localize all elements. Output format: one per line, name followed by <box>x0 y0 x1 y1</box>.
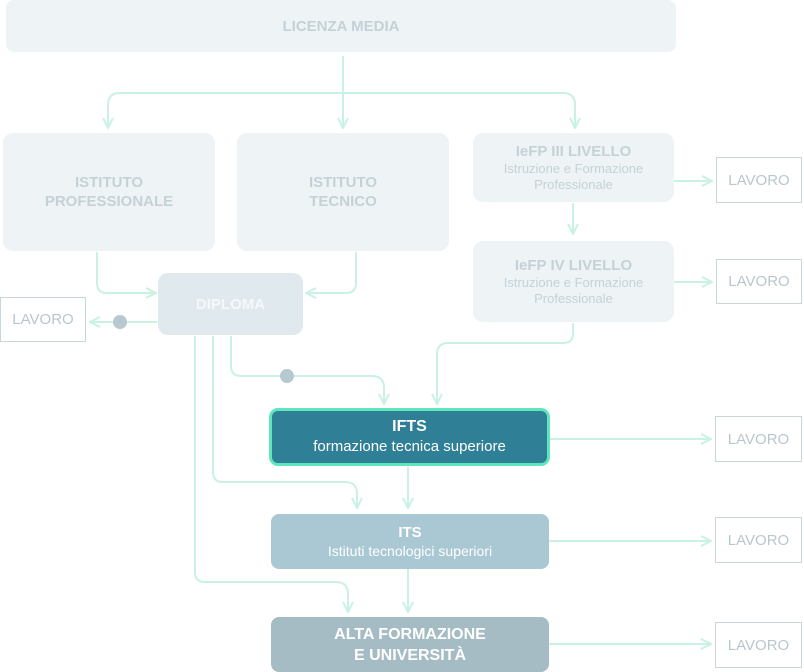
lavoro-label: LAVORO <box>727 430 790 448</box>
istituto-professionale-line1: ISTITUTO <box>74 174 144 191</box>
istituto-professionale-line2: PROFESSIONALE <box>44 193 174 210</box>
lavoro-label: LAVORO <box>728 273 790 290</box>
lavoro-label: LAVORO <box>12 311 74 328</box>
lavoro-label: LAVORO <box>728 171 790 189</box>
junction-dot-diploma-lavoro <box>113 315 127 329</box>
iefp-iv-sub1: Istruzione e Formazione <box>503 275 644 290</box>
lavoro-label: LAVORO <box>727 636 790 654</box>
alta-formazione-line2: E UNIVERSITÀ <box>353 646 466 664</box>
its-title: ITS <box>398 524 422 541</box>
istituto-tecnico-line1: ISTITUTO <box>308 174 378 191</box>
iefp-iv-sub2: Professionale <box>534 291 613 306</box>
istituto-tecnico-box: ISTITUTO TECNICO <box>237 133 449 251</box>
lavoro-box-its: LAVORO <box>715 517 802 563</box>
alta-formazione-line1: ALTA FORMAZIONE <box>334 625 486 643</box>
ifts-box: IFTS formazione tecnica superiore <box>269 408 550 466</box>
ifts-subtitle: formazione tecnica superiore <box>313 438 506 455</box>
licenza-media-label: LICENZA MEDIA <box>282 17 400 35</box>
lavoro-box-alta: LAVORO <box>715 622 802 668</box>
lavoro-label: LAVORO <box>727 531 790 549</box>
diploma-label: DIPLOMA <box>195 295 266 313</box>
iefp-iii-box: IeFP III LIVELLO Istruzione e Formazione… <box>473 133 674 202</box>
alta-formazione-box: ALTA FORMAZIONE E UNIVERSITÀ <box>271 617 549 672</box>
iefp-iv-box: IeFP IV LIVELLO Istruzione e Formazione … <box>473 241 674 322</box>
lavoro-box-iefp4: LAVORO <box>716 259 802 304</box>
istituto-professionale-box: ISTITUTO PROFESSIONALE <box>3 133 215 251</box>
its-box: ITS Istituti tecnologici superiori <box>271 514 549 569</box>
junction-dot-diploma-ifts <box>280 369 294 383</box>
licenza-media-box: LICENZA MEDIA <box>6 0 676 52</box>
lavoro-box-diploma: LAVORO <box>0 297 86 342</box>
lavoro-box-ifts: LAVORO <box>715 416 802 462</box>
istituto-tecnico-line2: TECNICO <box>309 193 377 210</box>
ifts-title: IFTS <box>392 418 427 435</box>
iefp-iv-title: IeFP IV LIVELLO <box>514 257 633 274</box>
lavoro-box-iefp3: LAVORO <box>716 157 802 203</box>
iefp-iii-sub2: Professionale <box>534 177 613 192</box>
diploma-box: DIPLOMA <box>158 273 303 335</box>
iefp-iii-title: IeFP III LIVELLO <box>515 143 632 160</box>
iefp-iii-sub1: Istruzione e Formazione <box>503 161 644 176</box>
its-subtitle: Istituti tecnologici superiori <box>327 543 493 559</box>
